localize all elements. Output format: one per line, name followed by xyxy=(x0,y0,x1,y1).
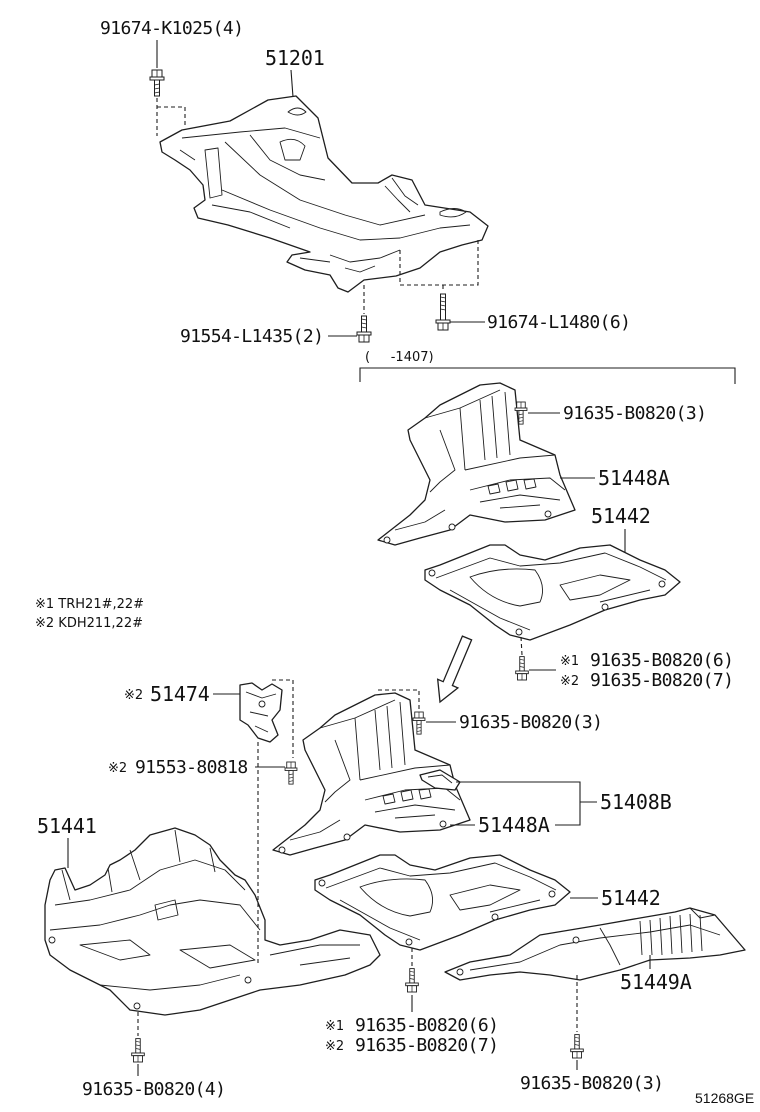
label-upper-center-cover: 51442 xyxy=(591,504,651,528)
center-cover-51442-upper xyxy=(424,544,681,641)
center-cover-51442-lower xyxy=(314,854,571,951)
label-lower-side-cover: 51448A xyxy=(478,813,550,837)
leader-cover-set xyxy=(456,781,597,826)
mark-lower-note-2: ※2 xyxy=(325,1039,344,1054)
cover-piece-51408b xyxy=(419,769,461,791)
label-rear-cover-bolt: 91635-B0820(3) xyxy=(520,1073,663,1094)
label-crossmember: 51201 xyxy=(265,46,325,70)
label-frame-center-bolt: 91554-L1435(2) xyxy=(180,326,323,347)
bolt-91635-b0820-front xyxy=(131,1038,145,1063)
label-frame-rear-bolt: 91674-L1480(6) xyxy=(487,312,630,333)
bolt-91554-l1435 xyxy=(356,315,372,343)
label-bracket-bolt: 91553-80818 xyxy=(135,757,248,778)
label-cover-set: 51408B xyxy=(600,790,672,814)
label-front-cover: 51441 xyxy=(37,814,97,838)
label-lower-note-2-bolt: 91635-B0820(7) xyxy=(355,1035,498,1056)
label-bracket: 51474 xyxy=(150,682,210,706)
side-cover-51448a-upper xyxy=(377,382,576,546)
label-upper-side-cover: 51448A xyxy=(598,466,670,490)
leader-crossmember xyxy=(290,69,294,98)
guide-top-bolt xyxy=(156,98,186,136)
date-range-bracket xyxy=(359,367,736,384)
bolt-91635-b0820-upper-center xyxy=(515,656,529,681)
bolt-91635-b0820-rear xyxy=(570,1034,584,1059)
label-upper-note-2-bolt: 91635-B0820(7) xyxy=(590,670,733,691)
guide-rear-bolt xyxy=(399,238,479,292)
mark-upper-note-1: ※1 xyxy=(560,654,579,669)
mark-upper-note-2: ※2 xyxy=(560,674,579,689)
side-cover-51448a-lower xyxy=(272,692,471,856)
bolt-91553-80818 xyxy=(284,761,298,785)
rear-cover-51449a xyxy=(444,907,746,981)
bolt-91674-k1025 xyxy=(149,69,165,97)
label-rear-cover: 51449A xyxy=(620,970,692,994)
front-cover-51441 xyxy=(44,827,381,1016)
label-top-bolt: 91674-K1025(4) xyxy=(100,18,243,39)
figure-code: 51268GE xyxy=(695,1090,754,1106)
label-lower-center-cover: 51442 xyxy=(601,886,661,910)
guide-bracket xyxy=(257,679,294,965)
label-lower-note-1-bolt: 91635-B0820(6) xyxy=(355,1015,498,1036)
bracket-51474 xyxy=(239,682,283,743)
mark-bracket-bolt: ※2 xyxy=(108,761,127,776)
label-front-cover-bolt: 91635-B0820(4) xyxy=(82,1079,225,1100)
bolt-91674-l1480 xyxy=(435,293,451,331)
bolt-91635-b0820-lower-side xyxy=(412,711,426,735)
mark-lower-note-1: ※1 xyxy=(325,1019,344,1034)
guide-upper-center-bolt xyxy=(520,636,523,656)
label-upper-side-bolt: 91635-B0820(3) xyxy=(563,403,706,424)
bolt-91635-b0820-lower-center xyxy=(405,968,419,993)
down-arrow-icon xyxy=(436,635,473,704)
legend-note-2: ※2 KDH211,22# xyxy=(35,616,143,631)
crossmember-51201 xyxy=(159,95,489,293)
label-upper-note-1-bolt: 91635-B0820(6) xyxy=(590,650,733,671)
legend-note-1: ※1 TRH21#,22# xyxy=(35,597,144,612)
label-date-range: ( -1407) xyxy=(365,350,434,365)
mark-bracket: ※2 xyxy=(124,688,143,703)
label-lower-side-bolt: 91635-B0820(3) xyxy=(459,712,602,733)
